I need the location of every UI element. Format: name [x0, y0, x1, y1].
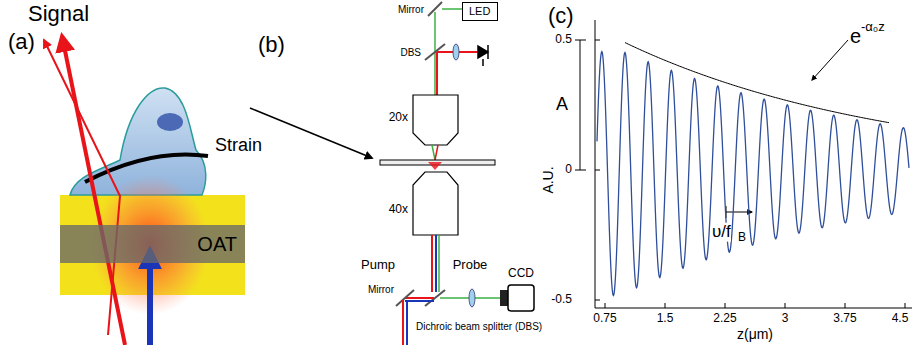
- node-text: OAT: [197, 233, 237, 255]
- beam: [432, 145, 435, 160]
- led-beam: [442, 8, 462, 10]
- period-label: υ/f: [712, 223, 731, 242]
- part-label: CCD: [508, 267, 534, 280]
- probe-beam: [431, 235, 433, 292]
- tick-label: 3.75: [833, 312, 856, 325]
- camera-lens: [500, 290, 508, 306]
- part-label: Mirror: [368, 284, 394, 295]
- image-beam: [438, 235, 440, 292]
- objective-label: 20x: [389, 111, 408, 124]
- panel-label: (a): [8, 30, 35, 54]
- node-text: LED: [469, 5, 491, 17]
- beam: [435, 145, 438, 160]
- photodiode: [478, 45, 488, 66]
- axis-title: z(μm): [737, 327, 773, 342]
- objective-40x: [413, 172, 458, 235]
- ccd-camera: [508, 285, 534, 311]
- tick-label: 1.5: [657, 312, 674, 325]
- panel-label: (b): [258, 33, 285, 57]
- tick-label: 3: [782, 312, 789, 325]
- led-box: LED: [462, 2, 498, 21]
- axis-title: A.U.: [541, 166, 556, 193]
- beam: [406, 300, 408, 345]
- period-subscript: B: [738, 231, 746, 244]
- mirror: [396, 290, 414, 306]
- nucleus: [157, 113, 183, 131]
- oat-layer: OAT: [60, 225, 245, 263]
- objective-label: 40x: [389, 203, 408, 216]
- tick-label: 4.5: [892, 312, 909, 325]
- x-axis: [595, 308, 912, 309]
- beam: [402, 300, 404, 345]
- part-label: Mirror: [398, 4, 424, 15]
- lens: [453, 44, 459, 60]
- strain-wave: [85, 154, 208, 182]
- amplitude-bracket: [575, 40, 586, 170]
- reflected-beam: [44, 40, 120, 335]
- tick-label: 0.75: [593, 312, 616, 325]
- beam-label: Pump: [361, 258, 395, 272]
- envelope-exponent: -α₀z: [861, 20, 885, 34]
- lens: [469, 289, 475, 307]
- panel-label: (c): [548, 4, 574, 28]
- tick-label: 0.5: [555, 33, 572, 46]
- zoom-arrow: [250, 108, 372, 158]
- beam-label: Probe: [453, 258, 488, 272]
- ticks: [595, 40, 905, 308]
- signal-beam: [436, 52, 438, 95]
- beam: [405, 300, 434, 302]
- y-axis: [595, 20, 596, 308]
- beam-label: Signal: [28, 2, 89, 26]
- objective-20x: [413, 95, 458, 145]
- envelope-pointer: [812, 40, 848, 80]
- beam: [405, 297, 434, 299]
- tick-label: 0: [565, 163, 572, 176]
- envelope-curve: [625, 43, 889, 123]
- part-label: Dichroic beam splitter (DBS): [416, 321, 542, 332]
- pump-beam: [435, 235, 437, 292]
- probe-beam: [62, 36, 125, 345]
- part-label: DBS: [400, 47, 421, 58]
- envelope-label: e: [850, 25, 861, 47]
- plot-area: [597, 43, 909, 296]
- pump-beam: [147, 250, 153, 345]
- tick-label: 2.25: [713, 312, 736, 325]
- signal-trace: [597, 52, 909, 296]
- amplitude-label: A: [556, 95, 568, 115]
- focus: [428, 162, 442, 170]
- tick-label: -0.5: [551, 293, 572, 306]
- strain-label: Strain: [215, 136, 262, 156]
